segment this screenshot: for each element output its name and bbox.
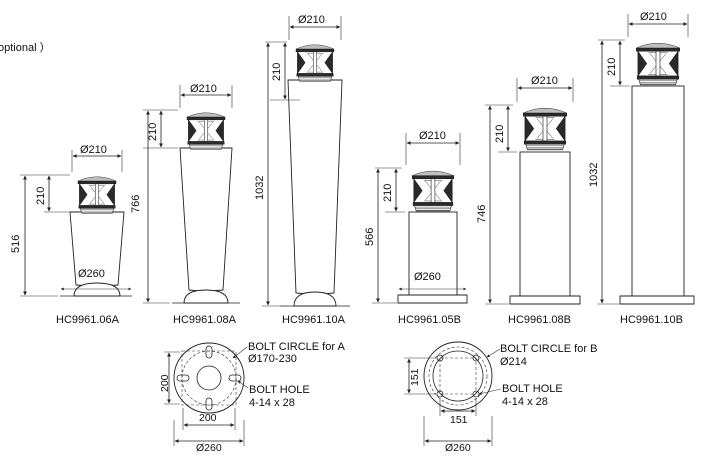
bolt-hole-title: BOLT HOLE	[249, 384, 310, 396]
model-label: HC9961.10B	[620, 314, 683, 326]
bolt-hole	[176, 374, 190, 382]
head-diameter-label: Ø210	[80, 144, 107, 156]
lamp-pole	[631, 85, 685, 297]
header-note: optional ）	[0, 41, 51, 54]
lamp-head-icon	[523, 107, 567, 151]
model-label: HC9961.06A	[56, 314, 120, 326]
lamp-head-icon	[411, 170, 455, 212]
lamp-pole	[408, 211, 458, 296]
bolt-circle-value: Ø170-230	[248, 353, 297, 365]
lamp-base	[183, 289, 229, 304]
head-diameter-label: Ø210	[640, 11, 667, 23]
bolt-hole	[205, 345, 213, 359]
head-height-label: 210	[494, 125, 506, 143]
bolt-hole	[436, 354, 444, 362]
lamp-head-icon	[186, 112, 226, 150]
bolt-hole-value: 4-14 x 28	[249, 397, 295, 409]
lamp-hc9961-05b: Ø210 210 566 Ø260 HC9961.05B	[364, 130, 468, 326]
lamp-base	[509, 295, 581, 305]
outer-diameter-label: Ø260	[196, 442, 222, 454]
square-width-label: 200	[199, 412, 217, 424]
bolt-hole	[228, 374, 242, 382]
lamp-base	[619, 295, 695, 305]
bolt-hole	[436, 390, 444, 398]
total-height-label: 746	[476, 205, 488, 223]
bolt-hole-title: BOLT HOLE	[502, 383, 563, 395]
head-diameter-label: Ø210	[190, 83, 217, 95]
bolt-hole	[205, 397, 213, 411]
base-diameter-label: Ø260	[414, 271, 441, 283]
lamp-pole	[287, 79, 343, 295]
head-diameter-label: Ø210	[531, 75, 558, 87]
lamp-hc9961-08b: Ø210 210 746 HC9961.08B	[476, 75, 581, 326]
base-plate-outline	[423, 341, 493, 411]
head-height-label: 210	[271, 63, 283, 81]
base-diameter-label: Ø260	[78, 268, 105, 280]
bolt-circle-title: BOLT CIRCLE for B	[500, 343, 597, 355]
square-height-label: 200	[159, 374, 171, 392]
total-height-label: 766	[130, 195, 142, 213]
lamp-pole	[519, 151, 571, 297]
base-plate-b: 151 151 Ø260 BOLT CIRCLE for B Ø214 BOLT…	[404, 341, 597, 454]
lamp-pole	[179, 147, 233, 292]
bolt-circle-title: BOLT CIRCLE for A	[248, 341, 345, 353]
head-height-label: 210	[382, 184, 394, 202]
head-height-label: 210	[35, 187, 47, 205]
total-height-label: 1032	[254, 176, 266, 200]
lamp-base	[397, 294, 468, 304]
square-width-label: 151	[450, 414, 468, 426]
lamp-hc9961-06a: Ø210 210 516 Ø260 HC9961.06A	[10, 144, 132, 326]
model-label: HC9961.08A	[173, 314, 237, 326]
base-plate-a: 200 200 Ø260 BOLT CIRCLE for A Ø170-230 …	[159, 341, 345, 454]
bolt-hole-value: 4-14 x 28	[502, 396, 548, 408]
head-diameter-label: Ø210	[298, 14, 325, 26]
head-diameter-label: Ø210	[419, 130, 446, 142]
head-height-label: 210	[606, 58, 618, 76]
lamp-head-icon	[635, 42, 681, 86]
lamp-hc9961-10b: Ø210 210 1032 HC9961.10B	[588, 11, 695, 326]
lamp-hc9961-10a: Ø210 210 1032 HC9961.10A	[254, 14, 350, 326]
model-label: HC9961.08B	[508, 314, 571, 326]
lamp-hc9961-08a: Ø210 210 766 HC9961.08A	[130, 83, 240, 326]
model-label: HC9961.10A	[282, 314, 346, 326]
lamp-head-icon	[77, 176, 117, 214]
square-height-label: 151	[409, 368, 421, 386]
total-height-label: 516	[10, 235, 22, 253]
outer-diameter-label: Ø260	[445, 442, 471, 454]
model-label: HC9961.05B	[398, 314, 461, 326]
bolt-hole	[472, 354, 480, 362]
head-height-label: 210	[147, 123, 159, 141]
total-height-label: 1032	[588, 163, 600, 187]
total-height-label: 566	[364, 228, 376, 246]
lamp-head-icon	[295, 44, 335, 82]
base-plate-outline	[173, 342, 245, 414]
bolt-circle-value: Ø214	[500, 356, 527, 368]
lamp-base	[293, 291, 337, 307]
